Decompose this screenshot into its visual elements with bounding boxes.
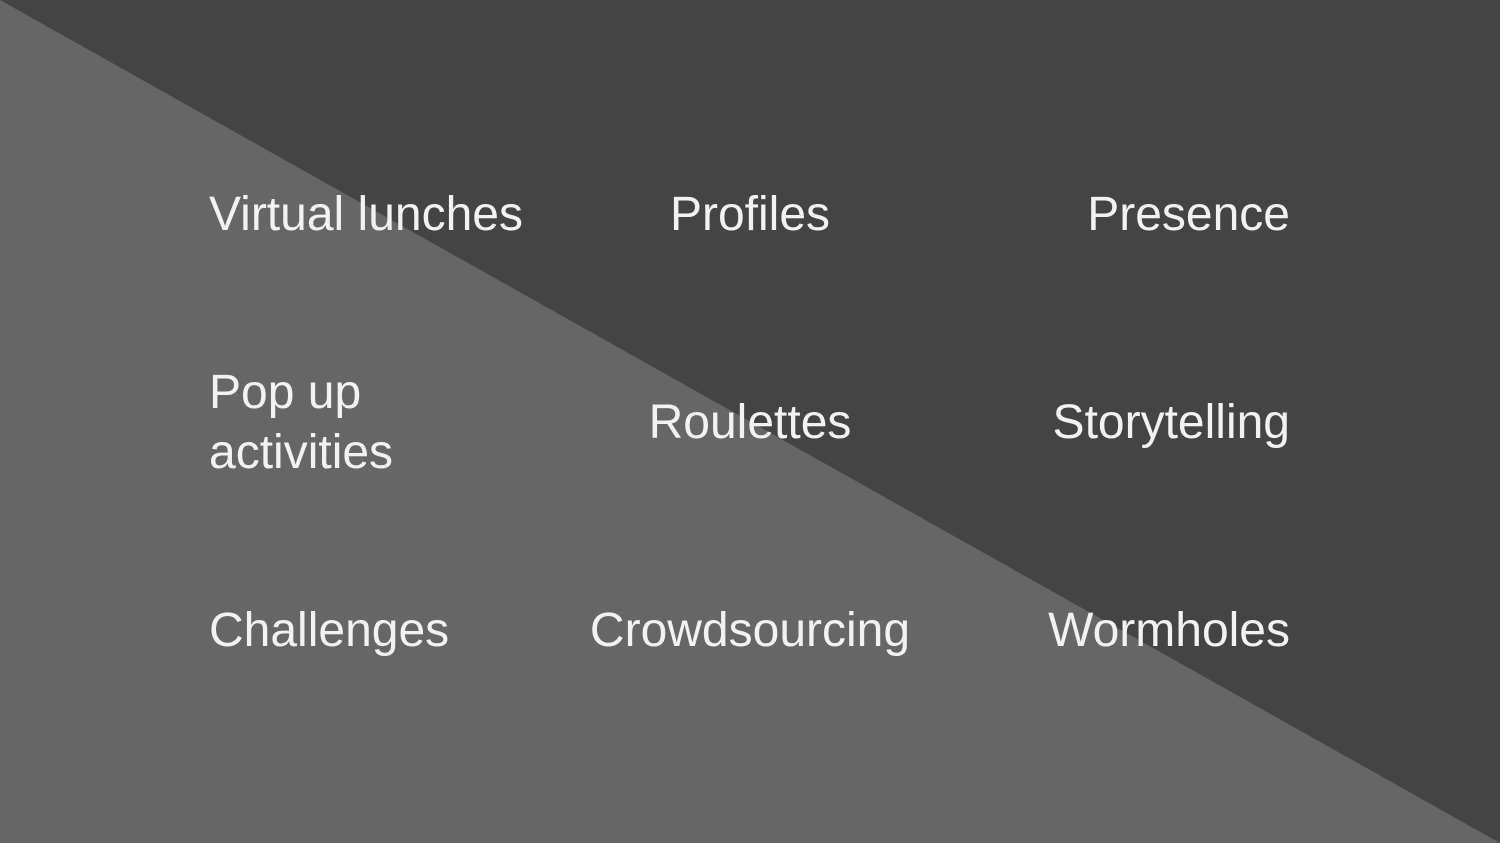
item-challenges: Challenges bbox=[209, 604, 450, 657]
item-profiles: Profiles bbox=[669, 188, 831, 241]
item-wormholes: Wormholes bbox=[1048, 604, 1290, 657]
item-storytelling: Storytelling bbox=[1052, 396, 1290, 449]
item-presence: Presence bbox=[1087, 188, 1290, 241]
item-virtual-lunches: Virtual lunches bbox=[209, 188, 523, 241]
item-roulettes: Roulettes bbox=[648, 396, 852, 449]
item-pop-up-activities: Pop up activities bbox=[209, 366, 394, 479]
item-crowdsourcing: Crowdsourcing bbox=[589, 604, 911, 657]
